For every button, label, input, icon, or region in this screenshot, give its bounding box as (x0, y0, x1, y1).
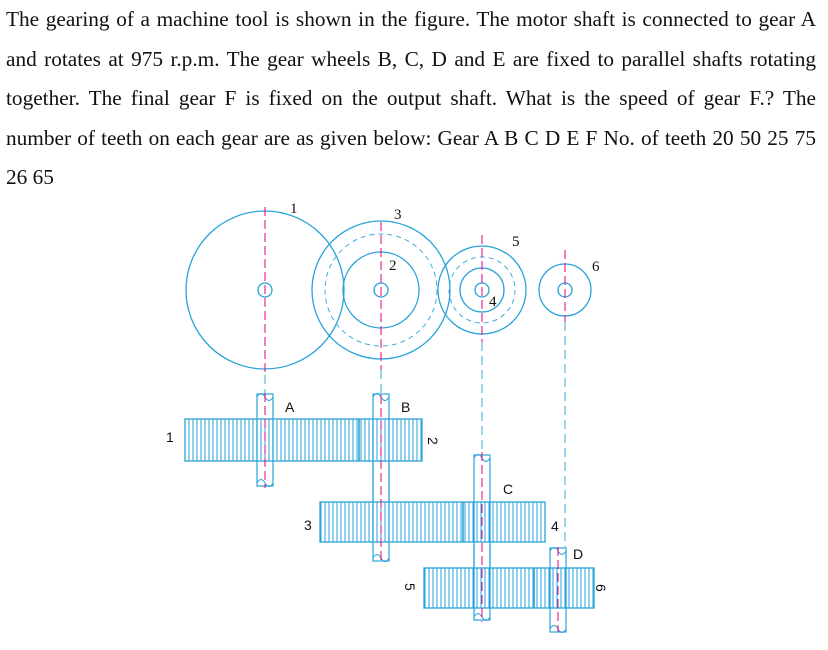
question-paragraph: The gearing of a machine tool is shown i… (6, 7, 816, 189)
label-gear-B: B (401, 399, 410, 415)
end-label-1: 1 (290, 201, 298, 217)
side-label-5: 5 (402, 583, 418, 591)
label-gear-A: A (285, 399, 295, 415)
end-label-2: 2 (389, 258, 397, 274)
side-label-1: 1 (166, 429, 174, 445)
question-text: The gearing of a machine tool is shown i… (6, 0, 816, 198)
pitch-circle-2 (324, 233, 438, 347)
shaft-1-break-bottom (256, 479, 274, 487)
label-gear-C: C (503, 481, 513, 497)
side-label-4: 4 (551, 518, 559, 534)
side-gear-1 (184, 418, 423, 462)
label-gear-D: D (573, 546, 583, 562)
end-shaft-1 (257, 282, 273, 298)
side-label-2: 2 (425, 437, 441, 445)
end-label-5: 5 (512, 234, 520, 250)
side-gear-3 (319, 501, 546, 543)
side-gear-5 (423, 567, 595, 609)
side-label-3: 3 (304, 517, 312, 533)
end-label-6: 6 (592, 259, 600, 275)
end-label-4: 4 (489, 294, 497, 310)
end-label-3: 3 (394, 207, 402, 223)
side-label-6: 6 (593, 584, 609, 592)
